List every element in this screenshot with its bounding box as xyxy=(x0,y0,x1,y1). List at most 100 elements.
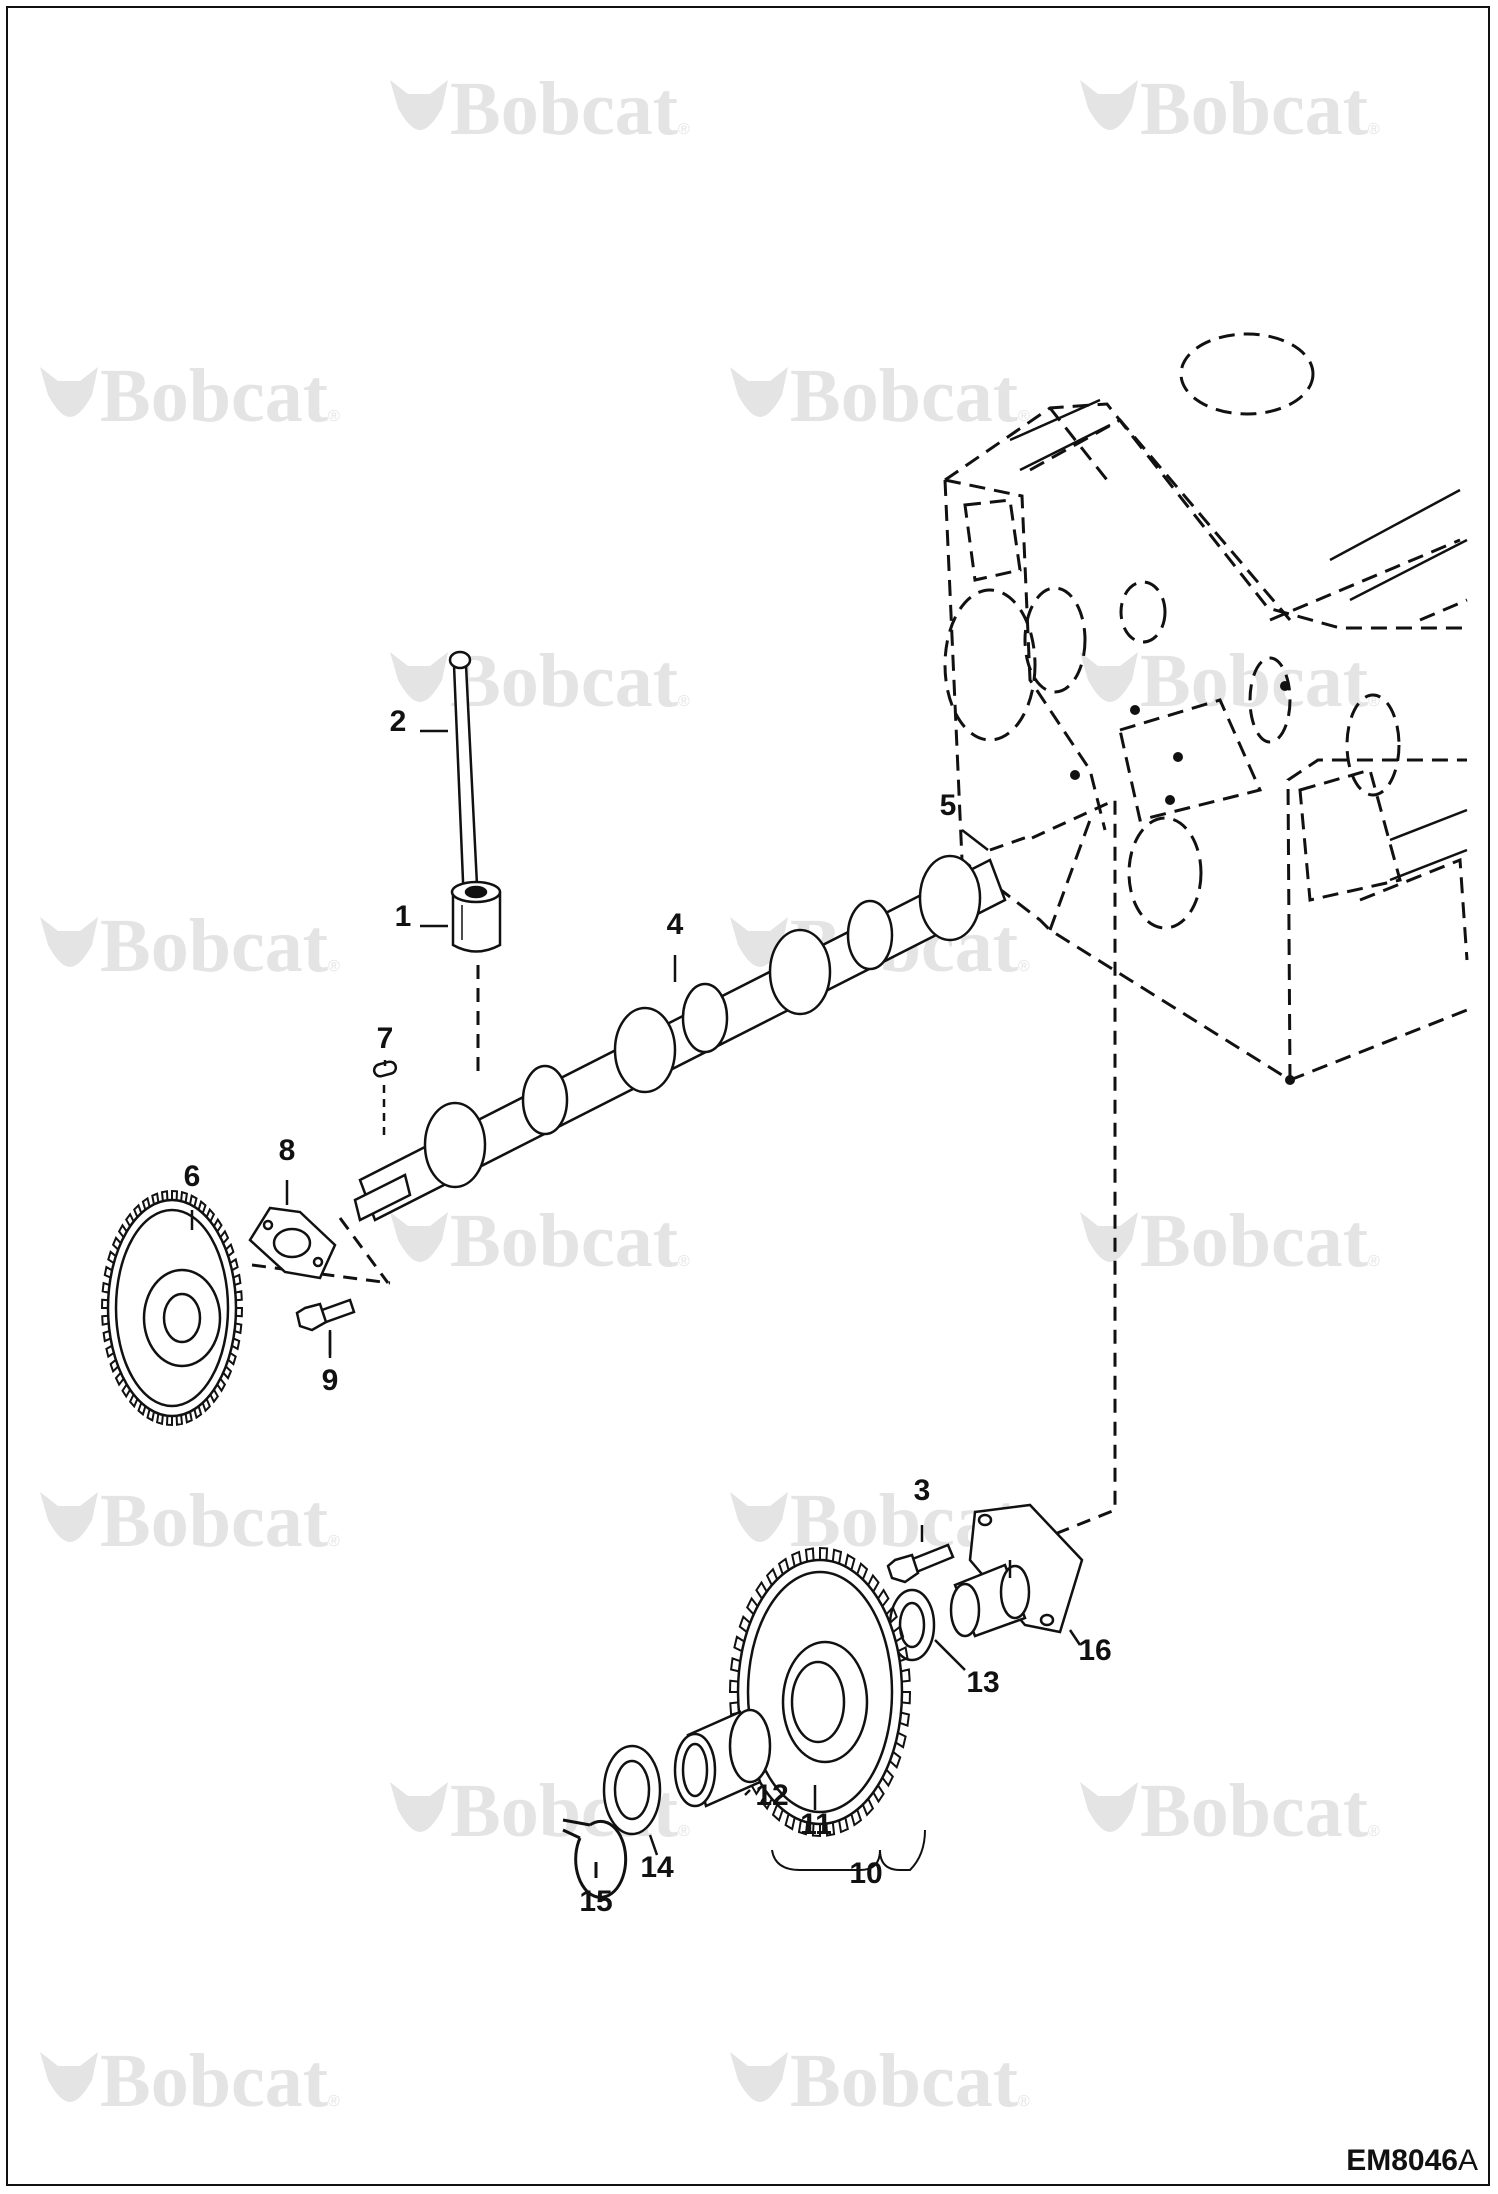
cam-lobe xyxy=(423,1101,487,1189)
watermark-registered-mark: ® xyxy=(1368,121,1380,138)
watermark-registered-mark: ® xyxy=(1368,1253,1380,1270)
watermark-registered-mark: ® xyxy=(328,2093,340,2110)
watermark-brand: Bobcat xyxy=(790,2039,1018,2123)
cam-lobe xyxy=(918,854,982,942)
drawing-code-number: EM8046 xyxy=(1346,2144,1458,2177)
callout-13: 13 xyxy=(966,1666,999,1699)
watermark-registered-mark: ® xyxy=(328,408,340,425)
watermark-registered-mark: ® xyxy=(1018,408,1030,425)
drawing-code: EM8046A xyxy=(1346,2144,1478,2178)
idler-bushing xyxy=(673,1708,772,1808)
callout-1: 1 xyxy=(395,900,412,933)
engine-block-solid-lines xyxy=(1009,398,1468,882)
watermark-brand: Bobcat xyxy=(100,2039,328,2123)
bobcat-logo-icon xyxy=(1080,1782,1138,1832)
callout-4: 4 xyxy=(667,908,684,941)
idler-washer xyxy=(602,1744,662,1836)
bobcat-logo-icon xyxy=(390,1782,448,1832)
callout-8: 8 xyxy=(279,1134,296,1167)
bobcat-logo-icon xyxy=(390,80,448,130)
bobcat-logo-icon xyxy=(390,1212,448,1262)
watermark-brand: Bobcat xyxy=(100,354,328,438)
callout-2: 2 xyxy=(390,705,407,738)
bobcat-logo-icon xyxy=(40,1492,98,1542)
watermark-registered-mark: ® xyxy=(328,958,340,975)
engine-block-outline xyxy=(943,332,1469,1082)
thrust-washer xyxy=(888,1588,936,1662)
watermark-brand: Bobcat xyxy=(450,639,678,723)
watermark-layer: Bobcat®Bobcat®Bobcat®Bobcat®Bobcat®Bobca… xyxy=(40,67,1380,2123)
camshaft-gear xyxy=(100,1189,244,1427)
bobcat-logo-icon xyxy=(1080,652,1138,702)
callout-11: 11 xyxy=(800,1808,832,1841)
bobcat-logo-icon xyxy=(730,2052,788,2102)
cam-lobe xyxy=(613,1006,677,1094)
callout-9: 9 xyxy=(322,1364,339,1397)
watermark-registered-mark: ® xyxy=(1018,2093,1030,2110)
bobcat-logo-icon xyxy=(1080,1212,1138,1262)
cam-lobe xyxy=(521,1064,569,1136)
woodruff-key xyxy=(372,1060,398,1135)
watermark-logo: Bobcat® xyxy=(40,1479,340,1563)
watermark-logo: Bobcat® xyxy=(1080,639,1380,723)
cam-lobe xyxy=(846,899,894,971)
watermark-brand: Bobcat xyxy=(1140,1199,1368,1283)
watermark-logo: Bobcat® xyxy=(1080,1199,1380,1283)
callout-3: 3 xyxy=(914,1474,931,1507)
callout-15: 15 xyxy=(579,1885,612,1918)
watermark-brand: Bobcat xyxy=(450,1199,678,1283)
watermark-brand: Bobcat xyxy=(790,354,1018,438)
watermark-logo: Bobcat® xyxy=(390,67,690,151)
thrust-plate xyxy=(248,1206,337,1280)
bobcat-logo-icon xyxy=(730,367,788,417)
callout-16: 16 xyxy=(1078,1634,1111,1667)
bobcat-logo-icon xyxy=(390,652,448,702)
cam-lobe xyxy=(681,982,729,1054)
watermark-logo: Bobcat® xyxy=(730,2039,1030,2123)
callout-14: 14 xyxy=(640,1851,674,1884)
watermark-brand: Bobcat xyxy=(100,904,328,988)
watermark-logo: Bobcat® xyxy=(390,1199,690,1283)
watermark-brand: Bobcat xyxy=(1140,67,1368,151)
idler-gear xyxy=(728,1546,912,1838)
watermark-logo: Bobcat® xyxy=(1080,67,1380,151)
callout-10: 10 xyxy=(849,1857,882,1890)
drawing-revision: A xyxy=(1457,2144,1478,2177)
snap-ring xyxy=(562,1818,628,1899)
drawing-frame xyxy=(6,6,1490,2186)
watermark-registered-mark: ® xyxy=(1368,693,1380,710)
bracket-bolt xyxy=(886,1525,955,1584)
leader-lines xyxy=(190,729,1082,1871)
bobcat-logo-icon xyxy=(730,1492,788,1542)
watermark-logo: Bobcat® xyxy=(40,904,340,988)
watermark-registered-mark: ® xyxy=(1368,1823,1380,1840)
callout-6: 6 xyxy=(184,1160,201,1193)
watermark-logo: Bobcat® xyxy=(390,639,690,723)
watermark-brand: Bobcat xyxy=(100,1479,328,1563)
watermark-registered-mark: ® xyxy=(678,1253,690,1270)
watermark-brand: Bobcat xyxy=(1140,1769,1368,1853)
tappet xyxy=(450,880,502,953)
watermark-registered-mark: ® xyxy=(678,121,690,138)
bobcat-logo-icon xyxy=(40,367,98,417)
engine-block-details xyxy=(1070,681,1295,1085)
watermark-registered-mark: ® xyxy=(678,693,690,710)
cam-lobe xyxy=(768,928,832,1016)
watermark-registered-mark: ® xyxy=(1018,958,1030,975)
thrust-plate-bolt xyxy=(295,1298,356,1355)
callout-7: 7 xyxy=(377,1022,394,1055)
callout-5: 5 xyxy=(940,789,957,822)
watermark-brand: Bobcat xyxy=(1140,639,1368,723)
watermark-registered-mark: ® xyxy=(678,1823,690,1840)
idler-shaft-bracket xyxy=(949,1503,1084,1638)
bobcat-logo-icon xyxy=(40,917,98,967)
bobcat-logo-icon xyxy=(1080,80,1138,130)
watermark-brand: Bobcat xyxy=(450,67,678,151)
watermark-logo: Bobcat® xyxy=(40,2039,340,2123)
callout-12: 12 xyxy=(755,1779,788,1812)
watermark-logo: Bobcat® xyxy=(730,354,1030,438)
watermark-logo: Bobcat® xyxy=(1080,1769,1380,1853)
watermark-registered-mark: ® xyxy=(328,1533,340,1550)
